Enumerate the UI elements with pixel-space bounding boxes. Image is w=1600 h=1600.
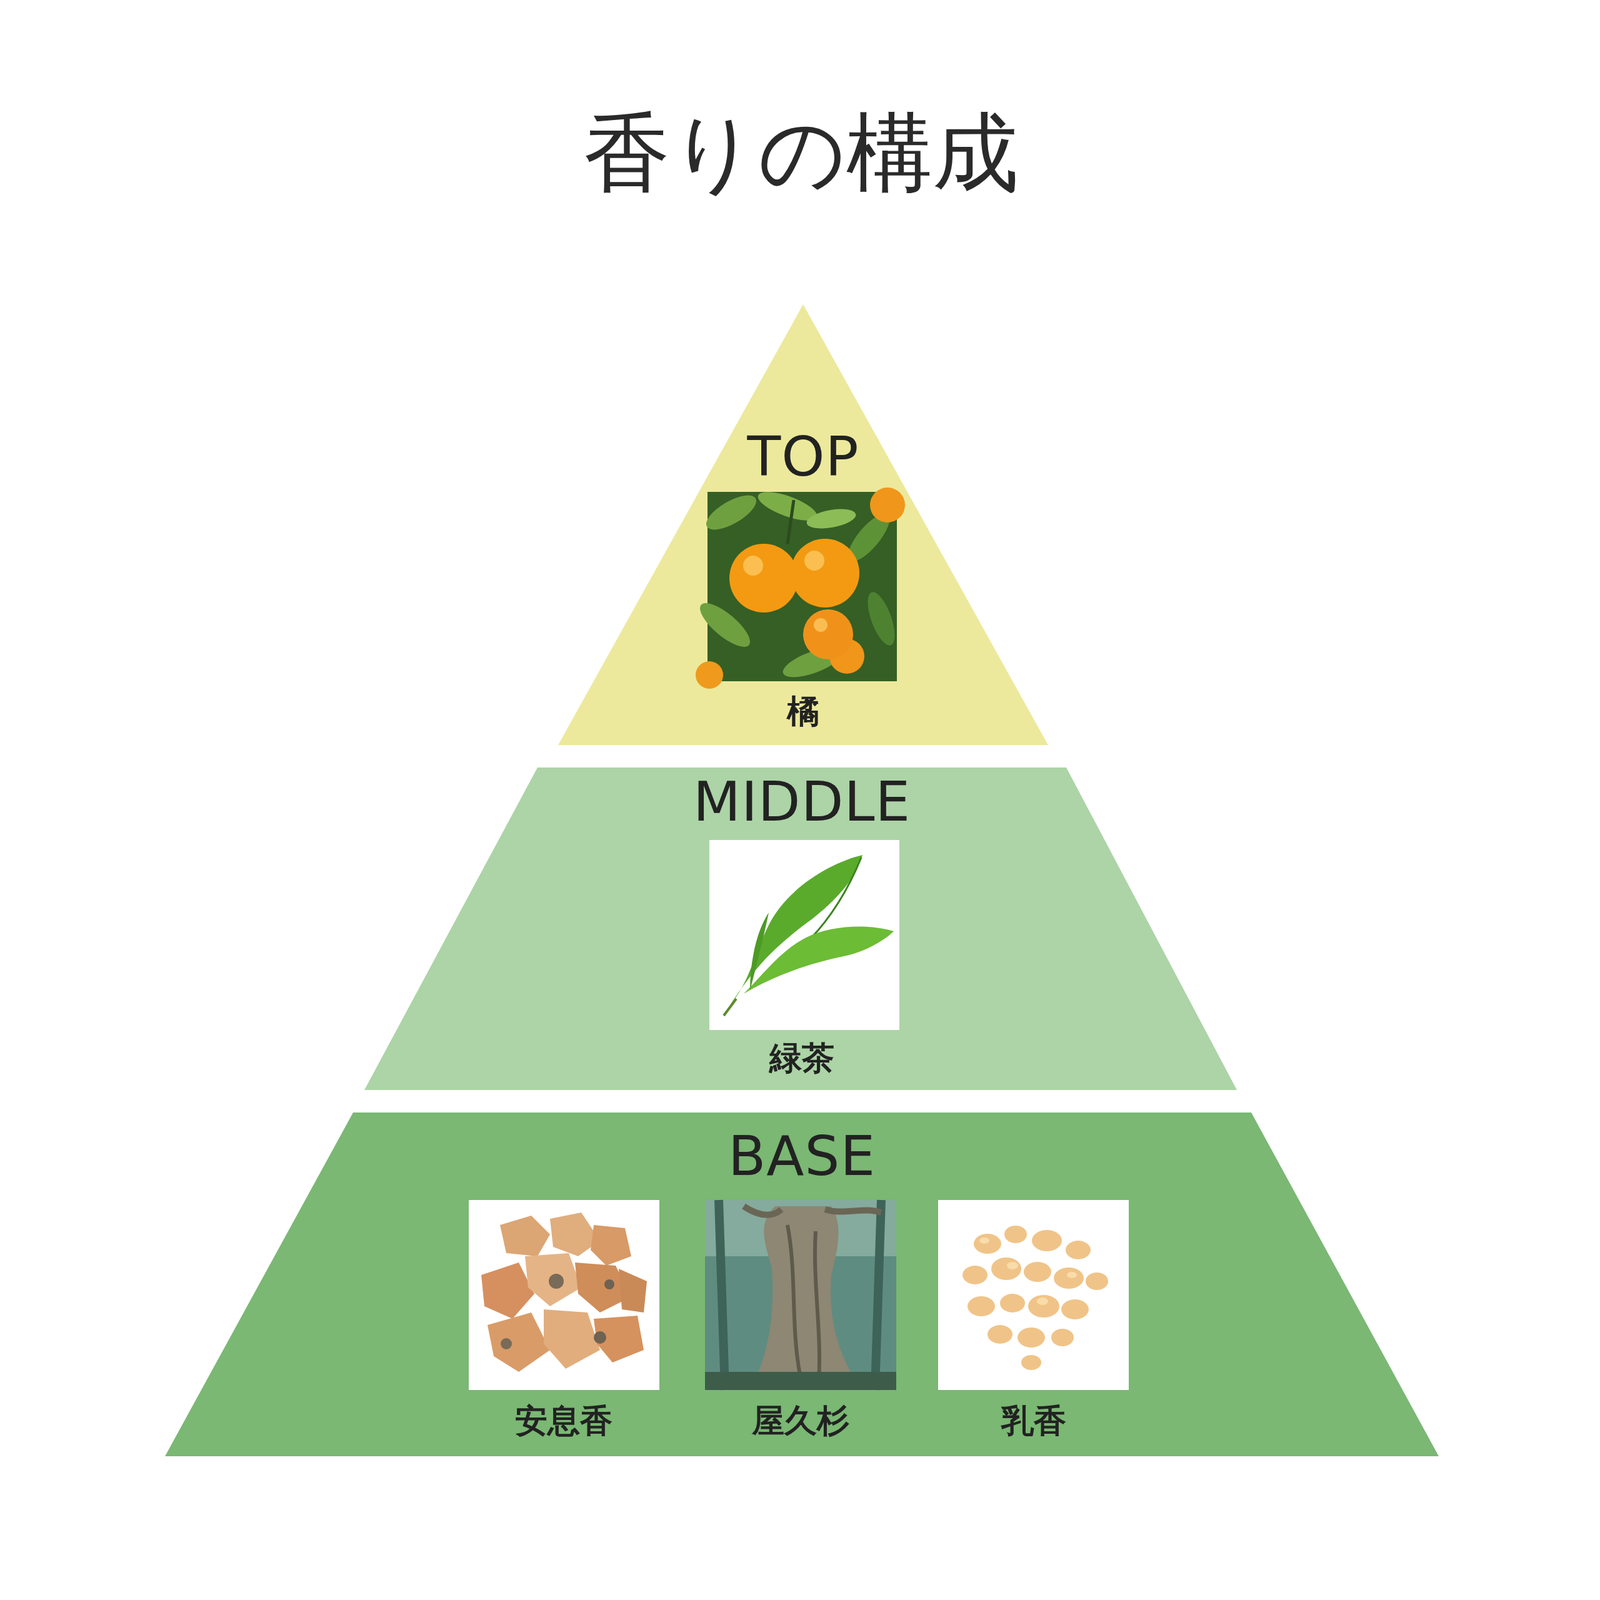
ingredient-label: 橘 <box>786 692 820 730</box>
citrus-photo <box>693 486 905 689</box>
ingredient-label: 屋久杉 <box>751 1401 850 1440</box>
tier-heading: TOP <box>746 425 859 489</box>
ingredient-label: 安息香 <box>515 1401 613 1440</box>
ingredient-label: 乳香 <box>1001 1401 1067 1440</box>
benzoin-photo <box>468 1200 660 1390</box>
tier-heading: MIDDLE <box>693 770 911 834</box>
diagram-title: 香りの構成 <box>583 103 1019 204</box>
ingredient-label: 緑茶 <box>769 1039 835 1077</box>
tier-heading: BASE <box>728 1124 876 1188</box>
cedar-photo <box>705 1200 897 1390</box>
frankincense-photo <box>938 1200 1129 1390</box>
tea-leaf-photo <box>709 840 900 1030</box>
